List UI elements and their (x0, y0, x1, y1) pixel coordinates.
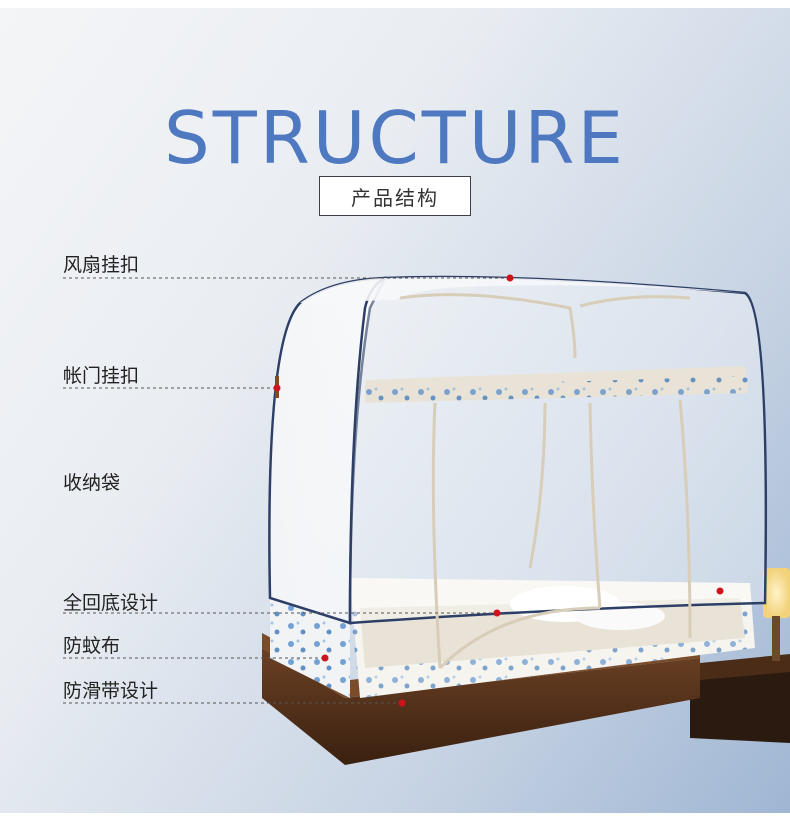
product-structure-panel: STRUCTURE 产品结构 风扇挂扣 帐门挂扣 收纳袋 全回底设计 防蚊布 防… (0, 8, 790, 813)
lamp-shade (763, 568, 790, 618)
callout-label-door-hook: 帐门挂扣 (63, 365, 140, 387)
callout-label-fan-hook: 风扇挂扣 (63, 254, 140, 276)
leader-lines (63, 277, 510, 704)
callout-label-full-bottom: 全回底设计 (63, 592, 159, 614)
callout-markers (273, 274, 724, 707)
net-body (268, 275, 768, 670)
net-valance (365, 366, 748, 403)
marker-storage-bag (716, 587, 724, 595)
lamp-base (772, 616, 780, 661)
marker-fan-hook (506, 274, 514, 282)
callout-label-anti-slip-strap: 防滑带设计 (63, 680, 159, 702)
mosquito-net-tent-illustration (63, 274, 790, 765)
marker-anti-slip-strap (398, 699, 406, 707)
callout-label-mosquito-fabric: 防蚊布 (63, 635, 121, 657)
callout-label-storage-bag: 收纳袋 (63, 472, 121, 494)
nightstand (690, 568, 790, 743)
section-subtitle: 产品结构 (319, 176, 471, 216)
marker-door-hook (273, 384, 281, 392)
marker-full-bottom (493, 609, 501, 617)
page-title: STRUCTURE (164, 96, 626, 180)
marker-mosquito-fabric (321, 654, 329, 662)
